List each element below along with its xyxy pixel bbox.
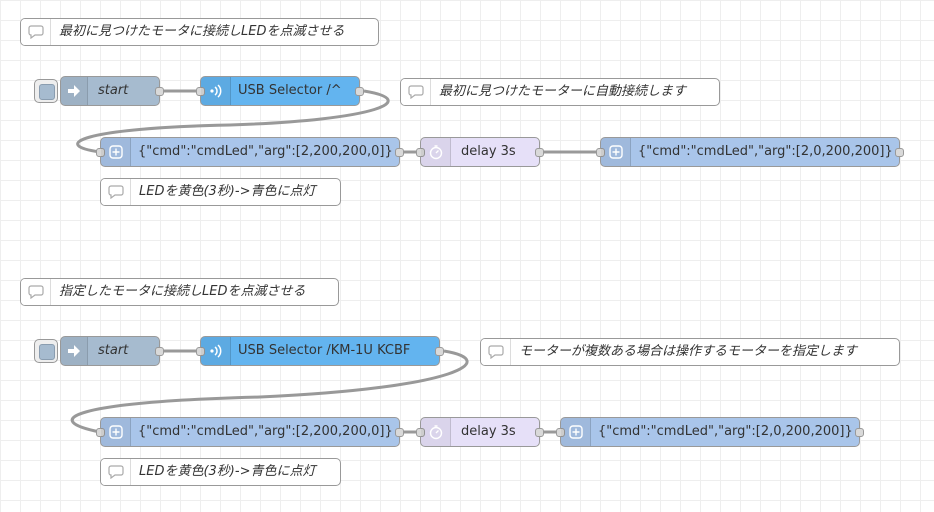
output-port[interactable] [155,347,164,356]
function-label: {"cmd":"cmdLed","arg":[2,0,200,200]} [598,424,853,439]
comment-label: 最初に見つけたモータに接続しLEDを点滅させる [59,24,345,39]
comment-icon [101,459,131,485]
output-port[interactable] [435,347,444,356]
flow2-serial-comment[interactable]: モーターが複数ある場合は操作するモーターを指定します [480,338,900,366]
comment-icon [401,79,431,105]
input-port[interactable] [196,347,205,356]
comment-icon [101,179,131,205]
input-port[interactable] [196,87,205,96]
input-port[interactable] [556,428,565,437]
delay-label: delay 3s [461,424,516,439]
inject-trigger-button[interactable] [34,79,58,103]
flow2-title-comment[interactable]: 指定したモータに接続しLEDを点滅させる [20,278,339,306]
flow1-usb-selector-node[interactable]: USB Selector /^ [196,76,364,106]
function-icon [601,138,631,166]
timer-icon [421,418,451,446]
flow1-function-node-1[interactable]: {"cmd":"cmdLed","arg":[2,200,200,0]} [96,137,404,167]
output-port[interactable] [395,428,404,437]
comment-label: モーターが複数ある場合は操作するモーターを指定します [519,344,858,359]
function-label: {"cmd":"cmdLed","arg":[2,200,200,0]} [138,144,393,159]
wire-serial-func-2[interactable] [70,349,469,434]
flow1-serial-comment[interactable]: 最初に見つけたモーターに自動接続します [400,78,720,106]
input-port[interactable] [596,148,605,157]
arrow-right-icon [61,77,88,105]
comment-icon [481,339,511,365]
function-icon [561,418,591,446]
output-port[interactable] [355,87,364,96]
usb-serial-icon [201,77,231,105]
flow1-title-comment[interactable]: 最初に見つけたモータに接続しLEDを点滅させる [20,18,379,46]
inject-label: start [98,83,129,98]
input-port[interactable] [96,148,105,157]
comment-label: LEDを黄色(3秒)->青色に点灯 [139,184,316,199]
output-port[interactable] [855,428,864,437]
comment-icon [21,19,51,45]
comment-icon [21,279,51,305]
usb-serial-icon [201,337,231,365]
flow1-function-node-2[interactable]: {"cmd":"cmdLed","arg":[2,0,200,200]} [596,137,904,167]
output-port[interactable] [535,428,544,437]
flow1-inject-node[interactable]: start [34,76,164,106]
flow2-delay-node[interactable]: delay 3s [416,417,544,447]
flow1-led-comment[interactable]: LEDを黄色(3秒)->青色に点灯 [100,178,341,206]
input-port[interactable] [416,148,425,157]
arrow-right-icon [61,337,88,365]
timer-icon [421,138,451,166]
output-port[interactable] [895,148,904,157]
flow2-inject-node[interactable]: start [34,336,164,366]
input-port[interactable] [416,428,425,437]
flow1-delay-node[interactable]: delay 3s [416,137,544,167]
flow2-function-node-2[interactable]: {"cmd":"cmdLed","arg":[2,0,200,200]} [556,417,864,447]
comment-label: LEDを黄色(3秒)->青色に点灯 [139,464,316,479]
function-label: {"cmd":"cmdLed","arg":[2,200,200,0]} [138,424,393,439]
inject-label: start [98,343,129,358]
flow2-function-node-1[interactable]: {"cmd":"cmdLed","arg":[2,200,200,0]} [96,417,404,447]
input-port[interactable] [96,428,105,437]
output-port[interactable] [395,148,404,157]
inject-trigger-button[interactable] [34,339,58,363]
comment-label: 指定したモータに接続しLEDを点滅させる [59,284,306,299]
usb-selector-label: USB Selector /^ [238,83,342,98]
delay-label: delay 3s [461,144,516,159]
flow2-usb-selector-node[interactable]: USB Selector /KM-1U KCBF [196,336,444,366]
output-port[interactable] [535,148,544,157]
comment-label: 最初に見つけたモーターに自動接続します [439,84,687,99]
wire-serial-func-1[interactable] [76,89,390,154]
output-port[interactable] [155,87,164,96]
function-label: {"cmd":"cmdLed","arg":[2,0,200,200]} [638,144,893,159]
flow2-led-comment[interactable]: LEDを黄色(3秒)->青色に点灯 [100,458,341,486]
usb-selector-label: USB Selector /KM-1U KCBF [238,343,411,358]
function-icon [101,418,131,446]
function-icon [101,138,131,166]
